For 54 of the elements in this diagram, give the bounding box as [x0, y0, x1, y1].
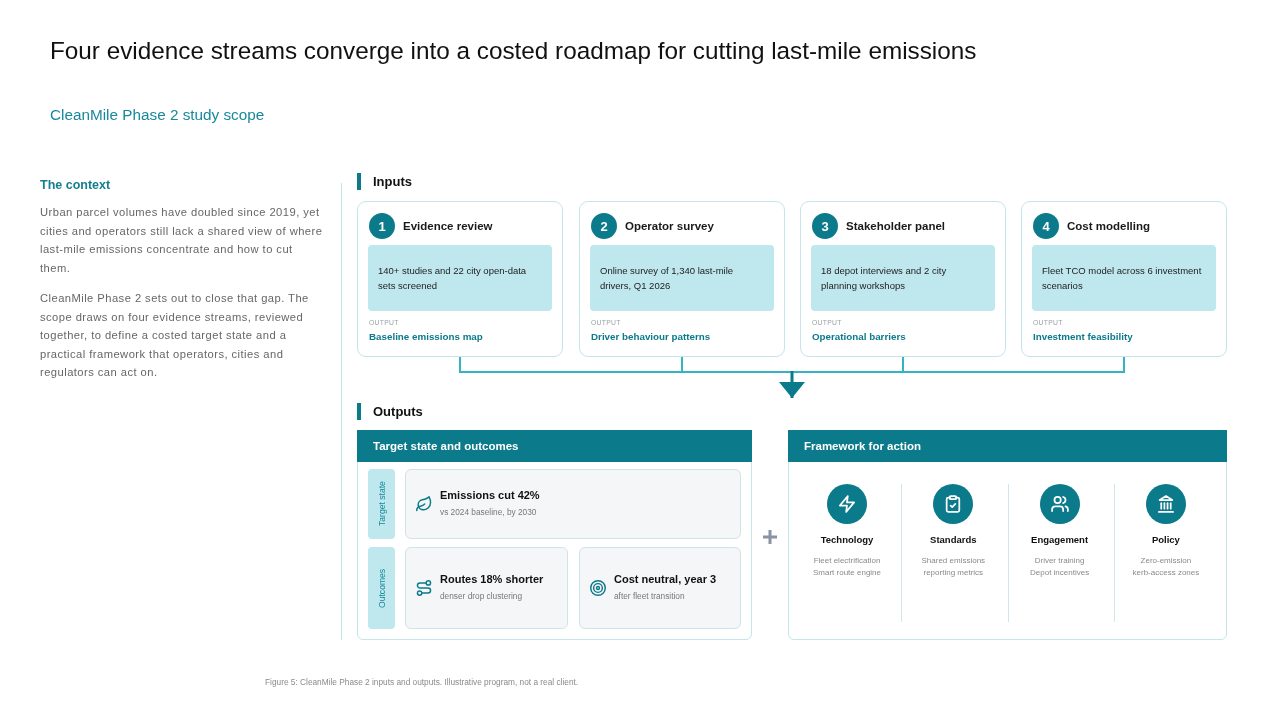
input-card [800, 201, 1006, 357]
lever-title: Engagement [1031, 532, 1089, 546]
output-name: Baseline emissions map [369, 330, 483, 344]
section-heading: Outputs [357, 403, 423, 420]
description-panel: Fleet TCO model across 6 investment scenarios [1032, 245, 1216, 311]
card-title: Evidence review [403, 219, 493, 234]
output-name: Operational barriers [812, 330, 906, 344]
subtitle: CleanMile Phase 2 study scope [50, 105, 265, 125]
description-panel: Online survey of 1,340 last-mile drivers, Q1 2026 [590, 245, 774, 311]
result-title: Emissions cut 42% [440, 488, 540, 502]
lever-note: Driver training [1034, 555, 1085, 567]
lever-note: Smart route engine [812, 567, 881, 579]
step-number: 3 [812, 213, 838, 239]
connector-arrow [777, 369, 807, 400]
panel-header: Framework for action [788, 430, 1227, 462]
result-card [579, 547, 741, 629]
input-card [579, 201, 785, 357]
figure-caption: Figure 5: CleanMile Phase 2 inputs and outputs. Illustrative program, not a real client. [265, 677, 579, 688]
side-tab: Target state [368, 469, 395, 539]
slide-title: Four evidence streams converge into a costed roadmap for cutting last-mile emissions [50, 36, 977, 66]
card-title: Operator survey [625, 219, 714, 234]
side-tab: Outcomes [368, 547, 395, 629]
output-panel [788, 430, 1227, 640]
output-name: Driver behaviour patterns [591, 330, 711, 344]
card-title: Cost modelling [1067, 219, 1151, 234]
lever-title: Standards [930, 532, 977, 546]
step-number: 2 [591, 213, 617, 239]
section-heading: Inputs [357, 173, 412, 190]
output-name: Investment feasibility [1033, 330, 1133, 344]
lever-title: Policy [1151, 532, 1180, 546]
context-heading: The context [40, 177, 111, 194]
description-panel: 18 depot interviews and 2 city planning workshops [811, 245, 995, 311]
input-card [1021, 201, 1227, 357]
step-number: 1 [369, 213, 395, 239]
paragraph: Urban parcel volumes have doubled since 2019, yet cities and operators still lack a shared view of where last-mile emissions concentrate and how to cut them. [40, 205, 324, 276]
step-number: 4 [1033, 213, 1059, 239]
lever-note: Depot incentives [1030, 567, 1090, 579]
result-card [405, 469, 741, 539]
result-note: after fleet transition [614, 590, 685, 602]
description-panel: 140+ studies and 22 city open-data sets screened [368, 245, 552, 311]
output-panel [357, 430, 752, 640]
input-card [357, 201, 563, 357]
lever-note: Fleet electrification [813, 555, 881, 567]
result-note: denser drop clustering [440, 590, 523, 602]
lever-note: Shared emissions reporting metrics [920, 555, 987, 579]
lever-title: Technology [820, 532, 874, 546]
paragraph: CleanMile Phase 2 sets out to close that gap. The scope draws on four evidence streams, reviewed together, to define a costed target state and a practical framework that operators, cities and regulators can act on. [40, 291, 310, 381]
result-note: vs 2024 baseline, by 2030 [440, 506, 537, 518]
result-card [405, 547, 568, 629]
panel-header: Target state and outcomes [357, 430, 752, 462]
result-title: Routes 18% shorter [440, 572, 544, 586]
card-title: Stakeholder panel [846, 219, 946, 234]
lever-note: Zero-emission kerb-access zones [1131, 555, 1201, 579]
result-title: Cost neutral, year 3 [614, 572, 717, 586]
